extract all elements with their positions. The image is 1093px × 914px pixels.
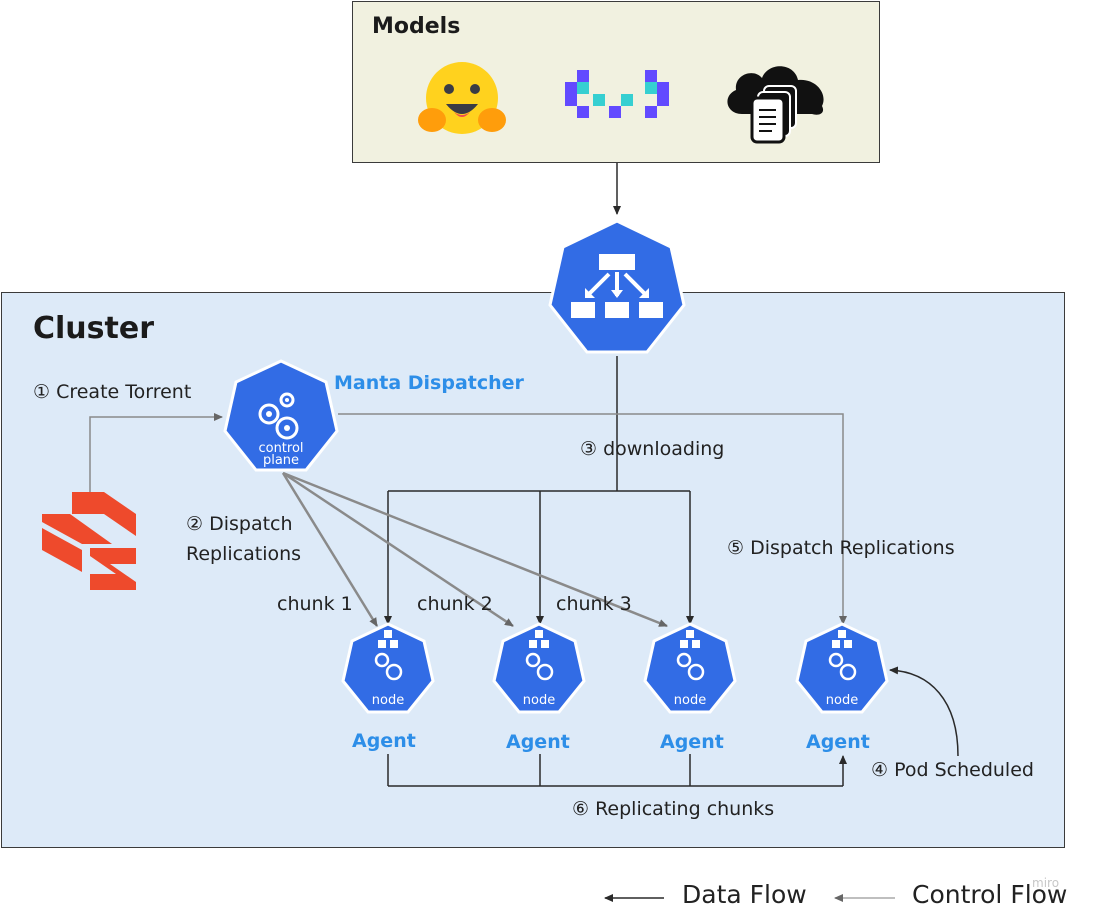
create-torrent-line xyxy=(89,413,223,492)
control-plane-icon: control plane xyxy=(223,359,339,472)
cluster-title: Cluster xyxy=(33,311,154,346)
step-create-torrent: ① Create Torrent xyxy=(33,381,192,403)
legend-control-flow: Control Flow xyxy=(912,880,1068,909)
agent-node-text: node xyxy=(826,693,858,708)
step-pod-scheduled: ④ Pod Scheduled xyxy=(871,759,1034,781)
agent-label-3: Agent xyxy=(660,731,724,753)
hugging-face-icon xyxy=(418,62,506,134)
chunk2-arrow xyxy=(282,471,514,628)
agent-label-2: Agent xyxy=(506,731,570,753)
step-dispatch-line2: Replications xyxy=(186,543,302,565)
agent-node-icon-4: node xyxy=(795,622,889,714)
models-title: Models xyxy=(372,14,461,39)
agent-node-icon-1: node xyxy=(341,622,435,714)
agent-node-icon-3: node xyxy=(643,622,737,714)
agent-node-icon-2: node xyxy=(492,622,586,714)
chunk1-arrow xyxy=(281,472,379,627)
load-balancer-icon xyxy=(548,219,686,354)
agent-node-text: node xyxy=(523,693,555,708)
chunk3-arrow xyxy=(282,471,668,628)
step-replicating-chunks: ⑥ Replicating chunks xyxy=(572,798,775,820)
control-plane-text-line2: plane xyxy=(263,453,299,468)
dispatcher-label: Manta Dispatcher xyxy=(334,372,524,394)
agent-label-4: Agent xyxy=(806,731,870,753)
step-dispatch-line1: ② Dispatch xyxy=(186,513,293,535)
agent-node-text: node xyxy=(372,693,404,708)
cloud-storage-icon xyxy=(727,66,824,144)
control-plane-text-line1: control xyxy=(258,441,303,456)
pod-scheduled-curve xyxy=(889,666,959,757)
agent-label-1: Agent xyxy=(352,730,416,752)
legend-data-flow: Data Flow xyxy=(682,880,807,909)
miro-watermark: miro xyxy=(1032,876,1060,890)
dispatch-to-agent4-line xyxy=(338,413,847,625)
manta-logo-icon xyxy=(42,492,136,590)
chunk-label-1: chunk 1 xyxy=(277,593,353,615)
agent-node-text: node xyxy=(674,693,706,708)
chunk-label-3: chunk 3 xyxy=(556,593,632,615)
step-dispatch-replications: ⑤ Dispatch Replications xyxy=(727,537,955,559)
cluster-box xyxy=(1,292,1065,848)
modelscope-icon xyxy=(565,70,669,118)
chunk-label-2: chunk 2 xyxy=(417,593,493,615)
step-downloading: ③ downloading xyxy=(580,438,725,460)
